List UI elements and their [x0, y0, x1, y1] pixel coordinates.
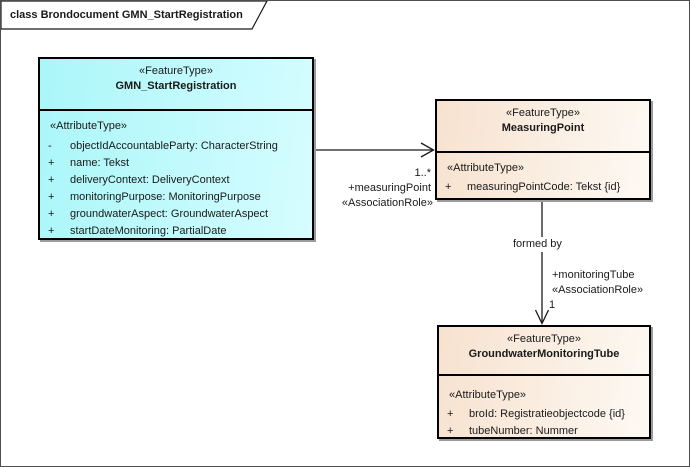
attribute-stereotype: «AttributeType»: [50, 120, 128, 132]
attribute-stereotype: «AttributeType»: [449, 389, 527, 401]
attribute-row: + startDateMonitoring: PartialDate: [46, 223, 306, 240]
visibility-marker: +: [48, 191, 55, 203]
open-arrowhead-measuringpoint: [420, 142, 435, 158]
attribute-row: + deliveryContext: DeliveryContext: [46, 172, 306, 189]
attribute-stereotype: «AttributeType»: [447, 162, 525, 174]
diagram-title: class Brondocument GMN_StartRegistration: [10, 9, 243, 21]
attribute-row: - objectIdAccountableParty: CharacterStr…: [46, 138, 306, 155]
attribute-row: + name: Tekst: [46, 155, 306, 172]
class-header: «FeatureType» MeasuringPoint: [437, 101, 649, 153]
visibility-marker: +: [445, 181, 452, 193]
visibility-marker: +: [48, 157, 55, 169]
attribute-text: monitoringPurpose: MonitoringPurpose: [70, 191, 261, 203]
diagram-title-tab: [1, 1, 268, 30]
class-box-measuringpoint: «FeatureType» MeasuringPoint «AttributeT…: [435, 99, 651, 200]
attribute-text: groundwaterAspect: GroundwaterAspect: [70, 208, 269, 220]
attribute-row: + measuringPointCode: Tekst {id}: [443, 179, 643, 196]
class-stereotype: «FeatureType»: [507, 333, 581, 345]
attribute-text: startDateMonitoring: PartialDate: [70, 225, 227, 237]
multiplicity-label: 1: [549, 299, 556, 311]
multiplicity-label: 1..*: [414, 167, 431, 179]
attributes-compartment: «AttributeType» - objectIdAccountablePar…: [40, 119, 312, 240]
association-stereotype-label: «AssociationRole»: [552, 284, 644, 296]
attribute-text: deliveryContext: DeliveryContext: [70, 174, 230, 186]
class-name: GMN_StartRegistration: [115, 80, 237, 92]
visibility-marker: +: [447, 408, 454, 420]
attribute-row: + tubeNumber: Nummer: [445, 423, 643, 440]
class-name: GroundwaterMonitoringTube: [468, 348, 620, 360]
attribute-text: measuringPointCode: Tekst {id}: [467, 181, 621, 193]
class-header: «FeatureType» GMN_StartRegistration: [40, 59, 312, 111]
class-stereotype: «FeatureType»: [506, 107, 580, 119]
attributes-compartment: «AttributeType» + measuringPointCode: Te…: [437, 161, 649, 196]
visibility-marker: +: [48, 174, 55, 186]
attribute-row: + broId: Registratieobjectcode {id}: [445, 406, 643, 423]
visibility-marker: +: [48, 225, 55, 237]
attribute-text: objectIdAccountableParty: CharacterStrin…: [70, 140, 278, 152]
attribute-row: + groundwaterAspect: GroundwaterAspect: [46, 206, 306, 223]
attribute-text: broId: Registratieobjectcode {id}: [469, 408, 625, 420]
attribute-text: name: Tekst: [70, 157, 130, 169]
visibility-marker: +: [447, 425, 454, 437]
visibility-marker: -: [48, 140, 52, 152]
association-role-label: +monitoringTube: [552, 269, 635, 281]
attribute-text: tubeNumber: Nummer: [469, 425, 578, 437]
class-name: MeasuringPoint: [501, 122, 585, 134]
visibility-marker: +: [48, 208, 55, 220]
association-stereotype-label: «AssociationRole»: [341, 197, 433, 209]
open-arrowhead-monitoringtube: [534, 309, 550, 325]
association-name-label: formed by: [510, 237, 565, 252]
class-box-groundwatermonitoringtube: «FeatureType» GroundwaterMonitoringTube …: [437, 325, 651, 439]
class-stereotype: «FeatureType»: [139, 65, 213, 77]
association-role-label: +measuringPoint: [348, 182, 431, 194]
class-box-gmn-startregistration: «FeatureType» GMN_StartRegistration «Att…: [38, 57, 314, 240]
class-header: «FeatureType» GroundwaterMonitoringTube: [439, 327, 649, 376]
attributes-compartment: «AttributeType» + broId: Registratieobje…: [439, 388, 649, 440]
attribute-row: + monitoringPurpose: MonitoringPurpose: [46, 189, 306, 206]
